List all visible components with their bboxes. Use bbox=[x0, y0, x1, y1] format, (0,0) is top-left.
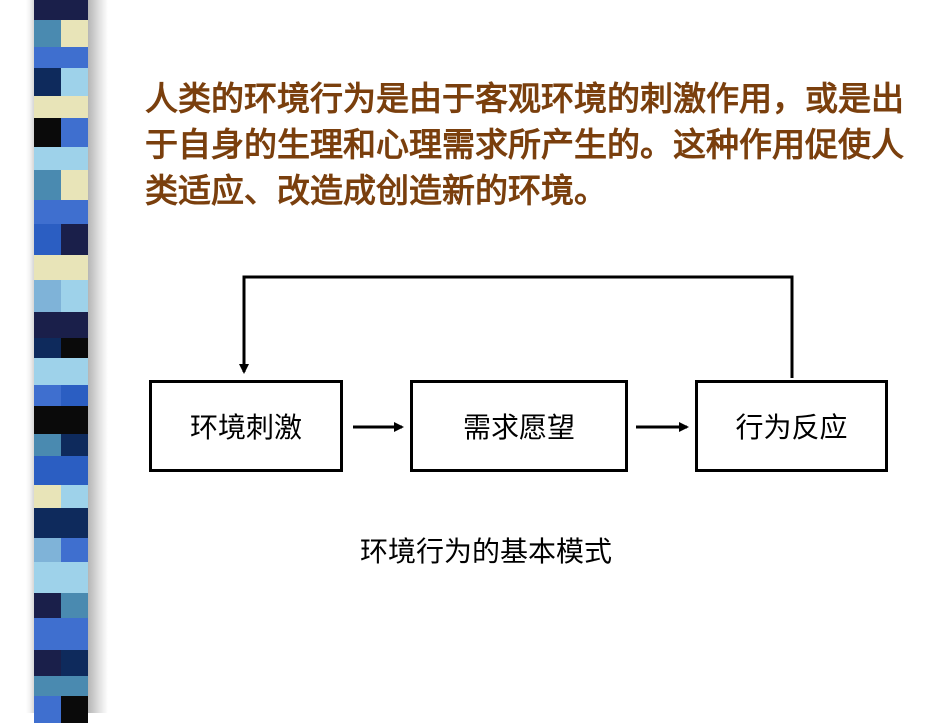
box-label: 需求愿望 bbox=[462, 411, 575, 444]
stripe-shadow bbox=[88, 0, 108, 713]
stripe-block bbox=[61, 650, 88, 676]
stripe-block bbox=[34, 0, 88, 20]
stripe-block bbox=[34, 508, 88, 538]
stripe-block bbox=[61, 434, 88, 456]
stripe-block bbox=[61, 118, 88, 147]
box-environment-stimulus: 环境刺激 bbox=[149, 380, 343, 472]
stripe-block bbox=[61, 170, 88, 200]
box-label: 行为反应 bbox=[735, 411, 848, 444]
stripe-block bbox=[34, 562, 88, 593]
stripe-block bbox=[61, 68, 88, 96]
diagram-caption: 环境行为的基本模式 bbox=[360, 535, 613, 568]
stripe-block bbox=[34, 312, 88, 338]
feedback-loop-arrow bbox=[239, 275, 794, 378]
stripe-block bbox=[34, 456, 88, 485]
stripe-block bbox=[34, 200, 88, 224]
stripe-block bbox=[61, 224, 88, 255]
stripe-block bbox=[61, 385, 88, 406]
stripe-block bbox=[61, 280, 88, 312]
stripe-block bbox=[61, 338, 88, 358]
stripe-block bbox=[61, 485, 88, 508]
stripe-block bbox=[61, 20, 88, 47]
stripe-block bbox=[61, 538, 88, 562]
stripe-block bbox=[34, 358, 88, 385]
stripe-block bbox=[34, 96, 88, 118]
stripe-block bbox=[34, 255, 88, 280]
stripe-block bbox=[61, 593, 88, 618]
box-label: 环境刺激 bbox=[189, 411, 302, 444]
intro-paragraph: 人类的环境行为是由于客观环境的刺激作用，或是出于自身的生理和心理需求所产生的。这… bbox=[145, 79, 904, 210]
stripe-block bbox=[34, 676, 88, 696]
stripe-block bbox=[34, 618, 88, 650]
decorative-stripe-column bbox=[34, 0, 88, 723]
box-behavior-response: 行为反应 bbox=[695, 380, 888, 472]
stripe-block bbox=[34, 47, 88, 68]
stripe-block bbox=[34, 147, 88, 170]
stripe-block bbox=[34, 406, 88, 434]
box-demand-desire: 需求愿望 bbox=[410, 380, 628, 472]
